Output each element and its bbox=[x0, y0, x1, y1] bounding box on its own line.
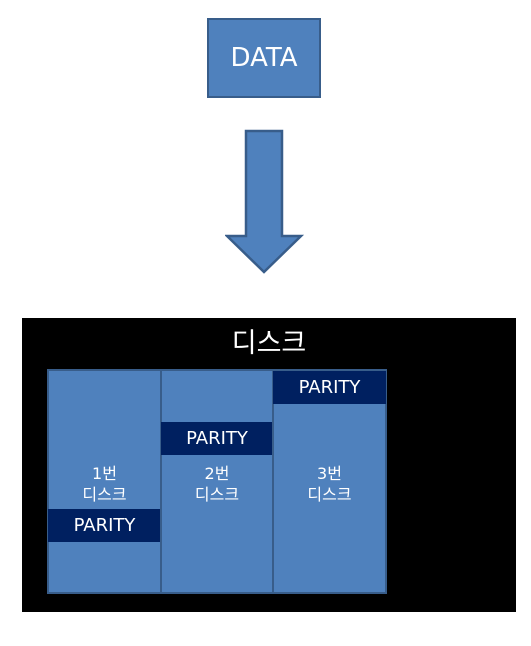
disk-2: 2번 디스크 PARITY bbox=[160, 369, 274, 594]
disk-3-name: 디스크 bbox=[307, 485, 352, 504]
data-box: DATA bbox=[207, 18, 321, 98]
disk-3-parity-block: PARITY bbox=[273, 371, 386, 404]
disk-1-number: 1번 bbox=[92, 464, 117, 483]
disk-1-label: 1번 디스크 bbox=[49, 463, 160, 505]
disk-panel-title: 디스크 bbox=[231, 328, 307, 359]
disk-3: 3번 디스크 PARITY bbox=[272, 369, 387, 594]
disk-2-number: 2번 bbox=[204, 464, 230, 483]
down-arrow-icon bbox=[225, 129, 305, 274]
disk-1-parity-block: PARITY bbox=[48, 509, 161, 542]
disk-1: 1번 디스크 PARITY bbox=[47, 369, 162, 594]
disk-2-parity-block: PARITY bbox=[161, 422, 273, 455]
disk-2-name: 디스크 bbox=[194, 485, 240, 504]
data-box-label: DATA bbox=[230, 43, 298, 73]
disk-3-label: 3번 디스크 bbox=[274, 463, 385, 505]
disk-1-name: 디스크 bbox=[82, 485, 127, 504]
disk-panel: 디스크 1번 디스크 PARITY 2번 디스크 PARITY 3번 디스크 P… bbox=[22, 318, 516, 612]
disk-2-label: 2번 디스크 bbox=[162, 463, 272, 505]
disk-3-number: 3번 bbox=[317, 464, 342, 483]
